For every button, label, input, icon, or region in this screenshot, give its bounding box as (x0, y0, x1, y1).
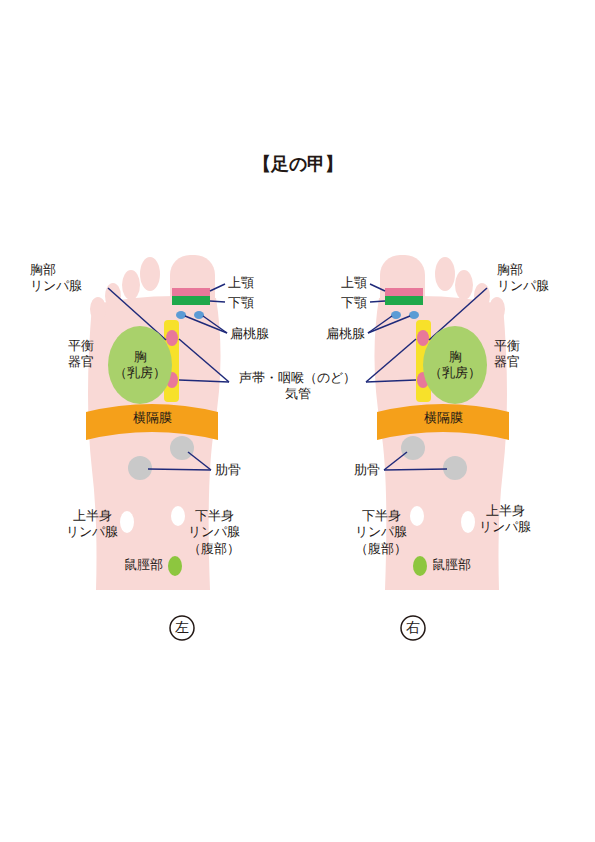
part-label: 下半身 リンパ腺 （腹部） (354, 508, 408, 557)
part-label: 下半身 リンパ腺 （腹部） (187, 508, 241, 557)
chest-zone (108, 326, 172, 404)
part-label: 下顎 (228, 295, 256, 311)
zone-label: 横隔膜 (423, 410, 464, 426)
part-label: 平衡 器官 (68, 338, 96, 371)
part-label: 声帯・咽喉（のど） 気管 (238, 370, 357, 403)
part-label: 扁桃腺 (324, 326, 365, 342)
diaphragm-band (86, 404, 218, 440)
leader-lines (108, 284, 487, 470)
part-label: 下顎 (339, 295, 367, 311)
side-mark (170, 616, 194, 640)
zone-label: 右 (406, 619, 421, 637)
part-label: 扁桃腺 (230, 326, 271, 342)
chest-zone: 胸 （乳房） (108, 326, 172, 404)
diagram-title: 【足の甲】 (253, 152, 343, 176)
diaphragm-band (377, 404, 509, 440)
diaphragm-band: 横隔膜 (377, 398, 509, 442)
part-label: 肋骨 (352, 462, 380, 478)
part-label: 鼠脛部 (122, 557, 163, 573)
part-label: 上顎 (339, 275, 367, 291)
chest-zone: 胸 （乳房） (423, 326, 487, 404)
part-label: 上半身 リンパ腺 (65, 508, 119, 541)
part-label: 胸部 リンパ腺 (30, 262, 84, 295)
part-label: 平衡 器官 (494, 338, 522, 371)
zone-label: 左 (175, 619, 190, 637)
part-label: 上顎 (228, 275, 256, 291)
side-mark: 右 (400, 615, 426, 641)
part-label: 肋骨 (215, 462, 243, 478)
part-label: 鼠脛部 (432, 557, 473, 573)
chest-zone (423, 326, 487, 404)
side-mark: 左 (169, 615, 195, 641)
zone-label: 胸 （乳房） (428, 349, 482, 382)
zone-label: 胸 （乳房） (113, 349, 167, 382)
part-label: 胸部 リンパ腺 (497, 262, 551, 295)
side-mark (401, 616, 425, 640)
part-label: 上半身 リンパ腺 (478, 503, 532, 536)
zone-label: 横隔膜 (132, 410, 173, 426)
diaphragm-band: 横隔膜 (86, 398, 218, 442)
